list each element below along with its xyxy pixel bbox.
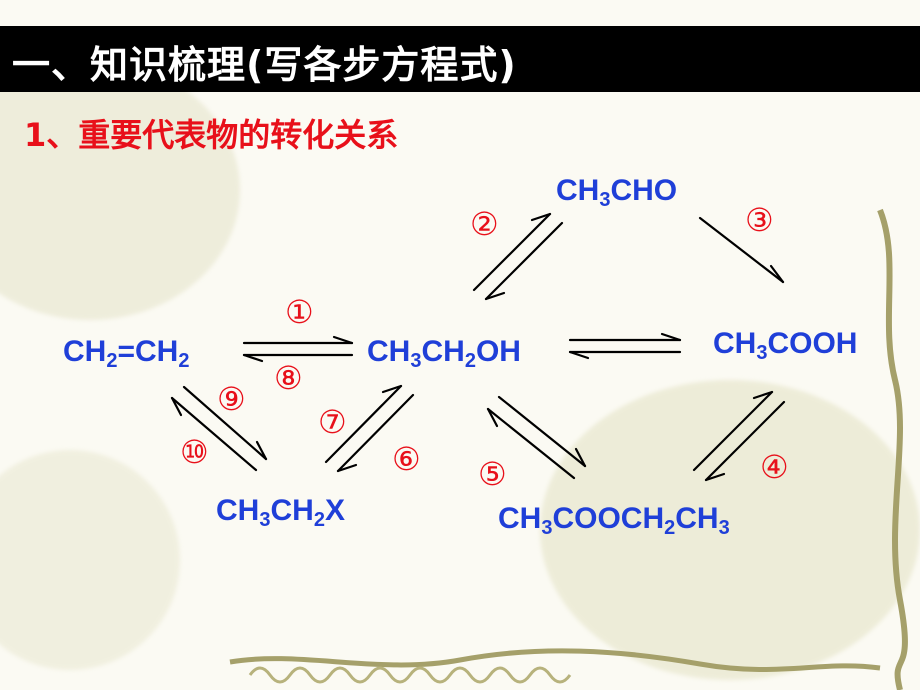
arrow-step-10: [170, 396, 258, 472]
section-subtitle: 1、重要代表物的转化关系: [24, 116, 399, 154]
arrow-step-3: [698, 216, 785, 284]
formula-subscript: 2: [664, 517, 676, 539]
formula-subscript: 3: [756, 342, 768, 364]
formula-subscript: 3: [410, 350, 422, 372]
arrow-acid-to-ethanol: [568, 350, 682, 360]
arrow-acid-to-ester: [704, 400, 786, 482]
formula-subscript: 2: [178, 350, 190, 372]
formula-text: CH: [270, 494, 314, 527]
formula-text: OH: [475, 335, 521, 368]
formula-text: CH: [421, 335, 465, 368]
formula-subscript: 3: [599, 189, 611, 211]
formula-subscript: 2: [106, 350, 118, 372]
formula-text: CHO: [610, 174, 678, 207]
step-label-3: ③: [745, 201, 774, 239]
compound-ethylene: CH2=CH2: [63, 335, 190, 372]
header-bar: 一、知识梳理(写各步方程式): [0, 26, 920, 92]
background-decoration: [0, 60, 240, 320]
arrow-step-5: [497, 395, 587, 468]
formula-text: COOCH: [552, 502, 665, 535]
arrow-step-7: [324, 384, 403, 464]
formula-text: CH: [498, 502, 542, 535]
compound-acetic-acid: CH3COOH: [713, 327, 858, 364]
formula-text: CH: [367, 335, 411, 368]
step-label-8: ⑧: [274, 359, 303, 397]
arrow-step-4: [692, 390, 774, 472]
arrow-ethanol-to-acid: [568, 332, 682, 342]
step-label-6: ⑥: [392, 440, 421, 478]
formula-text: CH: [713, 327, 757, 360]
page-title: 一、知识梳理(写各步方程式): [12, 43, 517, 87]
formula-subscript: 3: [718, 517, 730, 539]
step-label-2: ②: [470, 205, 499, 243]
step-label-9: ⑨: [217, 380, 246, 418]
arrow-step-2: [472, 212, 552, 292]
formula-subscript: 2: [464, 350, 476, 372]
arrow-aldehyde-to-ethanol: [484, 221, 564, 301]
arrow-step-9: [182, 385, 268, 461]
arrow-ester-to-ethanol: [486, 407, 576, 480]
step-label-1: ①: [285, 293, 314, 331]
background-decoration: [0, 450, 180, 670]
step-label-4: ④: [760, 448, 789, 486]
formula-text: CH: [216, 494, 260, 527]
formula-subscript: 3: [259, 509, 271, 531]
arrow-step-1: [242, 335, 354, 345]
arrow-step-8: [242, 353, 354, 363]
formula-text: X: [324, 494, 345, 527]
step-label-10: ⑩: [180, 433, 209, 471]
arrow-step-6: [336, 393, 415, 473]
formula-subscript: 2: [313, 509, 325, 531]
step-label-7: ⑦: [318, 403, 347, 441]
formula-text: CH: [675, 502, 719, 535]
formula-text: COOH: [767, 327, 858, 360]
compound-acetaldehyde: CH3CHO: [556, 174, 678, 211]
background-decoration: [540, 380, 920, 680]
compound-ethyl-acetate: CH3COOCH2CH3: [498, 502, 730, 539]
formula-subscript: 3: [541, 517, 553, 539]
step-label-5: ⑤: [478, 455, 507, 493]
formula-text: CH: [63, 335, 107, 368]
formula-text: CH: [556, 174, 600, 207]
compound-haloethane: CH3CH2X: [216, 494, 345, 531]
formula-text: =CH: [117, 335, 179, 368]
compound-ethanol: CH3CH2OH: [367, 335, 521, 372]
